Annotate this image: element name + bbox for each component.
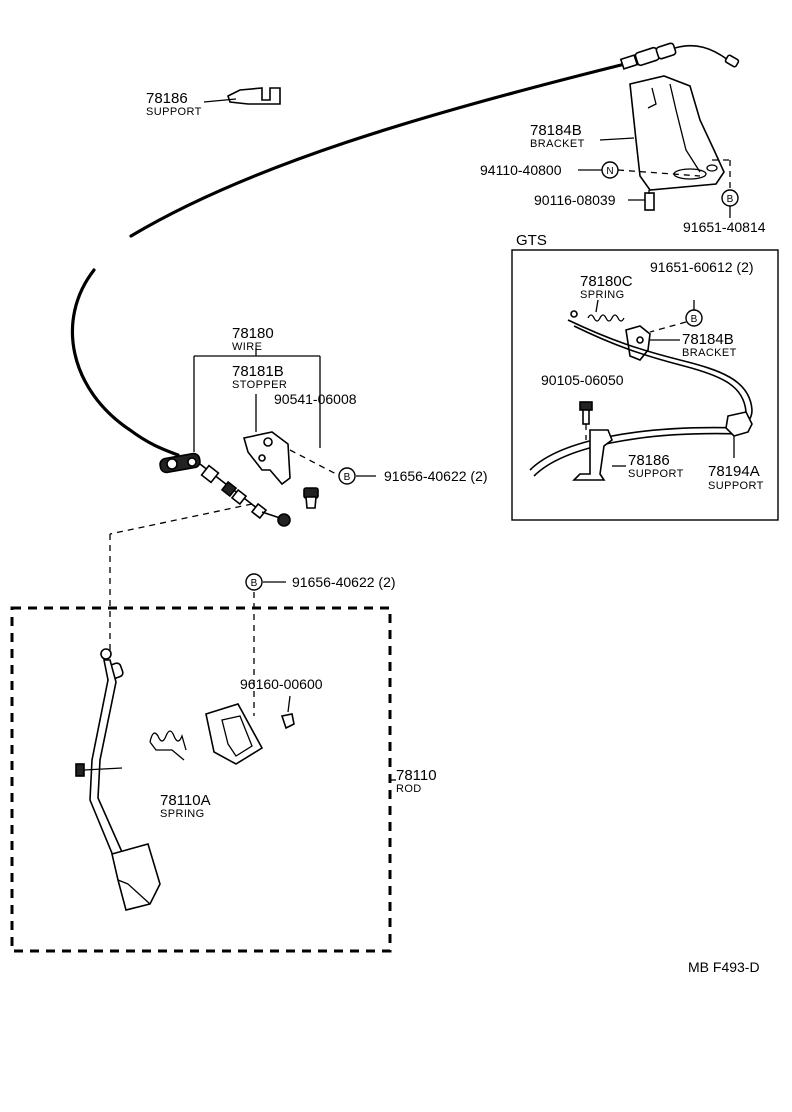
gts-title: GTS — [516, 232, 547, 249]
nut-94110-part: 94110-40800 — [480, 162, 562, 178]
bolt-marker-b: B — [727, 194, 734, 205]
wire-to-pedal-dash-a — [109, 503, 253, 535]
bolt-91656-lower: B — [245, 573, 286, 716]
bolt-91656-upper-part: 91656-40622 (2) — [384, 468, 488, 484]
gts-support-78186-name: SUPPORT — [628, 468, 684, 480]
support-78186-top-part: 78186 — [146, 90, 188, 107]
bushing-96160-part: 96160-00600 — [240, 676, 323, 692]
screw-90541-part: 90541-06008 — [274, 391, 357, 407]
nut-94110: N — [578, 161, 619, 179]
rod-78110-name: ROD — [396, 783, 422, 795]
pedal-bracket — [205, 703, 264, 765]
gts-support-78194a — [725, 411, 753, 458]
wire-78180-name: WIRE — [232, 341, 262, 353]
bolt-lower-marker-b: B — [251, 578, 258, 589]
nut-marker-n: N — [606, 166, 613, 177]
gts-support-78194a-name: SUPPORT — [708, 480, 764, 492]
wire-group-bracket — [193, 348, 321, 452]
rod-assembly-box — [10, 606, 396, 953]
gts-bolt-91651-60612-part: 91651-60612 (2) — [650, 259, 754, 275]
gts-support-78194a-part: 78194A — [708, 463, 760, 480]
spring-78110a — [149, 730, 187, 761]
bracket-78184b-top-name: BRACKET — [530, 138, 585, 150]
stopper-dash — [289, 449, 339, 476]
spring-78110a-part: 78110A — [160, 792, 211, 809]
gts-bolt-90105 — [579, 401, 593, 440]
accelerator-cable — [70, 42, 740, 457]
gts-spring-78180c-name: SPRING — [580, 289, 625, 301]
gts-bolt-91651-60612: B — [649, 300, 703, 333]
bolt-91656-upper: B — [338, 467, 376, 485]
gts-bolt-marker-b: B — [691, 314, 698, 325]
gts-bracket-78184b-name: BRACKET — [682, 347, 737, 359]
bolt-91656-lower-part: 91656-40622 (2) — [292, 574, 396, 590]
stopper-78181b-part: 78181B — [232, 363, 284, 380]
bolt-91651-40814: B — [721, 189, 739, 218]
figure-code: MB F493-D — [688, 959, 760, 975]
accelerator-pedal-rod — [75, 648, 161, 911]
spring-78110a-name: SPRING — [160, 808, 205, 820]
screw-90541 — [303, 487, 319, 509]
gts-spring-78180c-part: 78180C — [580, 273, 633, 290]
wire-78180-part: 78180 — [232, 325, 274, 342]
rod-78110-part: 78110 — [396, 767, 437, 784]
stopper-78181b — [242, 431, 291, 486]
bolt-91651-40814-part: 91651-40814 — [683, 219, 766, 235]
gts-spring-78180c — [570, 299, 625, 322]
bracket-78184b-top — [599, 75, 731, 211]
gts-bracket-78184b-part: 78184B — [682, 331, 734, 348]
gts-support-78186 — [572, 429, 626, 481]
gts-support-78186-part: 78186 — [628, 452, 670, 469]
support-78186-top-name: SUPPORT — [146, 106, 202, 118]
gts-bracket-78184b — [625, 325, 680, 361]
bushing-96160 — [280, 695, 295, 730]
bracket-78184b-top-part: 78184B — [530, 122, 582, 139]
wire-end-fitting — [159, 452, 291, 527]
gts-box — [511, 249, 779, 521]
support-78186-top — [203, 87, 281, 105]
bolt-90116-part: 90116-08039 — [534, 192, 616, 208]
gts-bolt-90105-part: 90105-06050 — [541, 372, 624, 388]
stopper-78181b-name: STOPPER — [232, 379, 287, 391]
bolt-upper-marker-b: B — [344, 472, 351, 483]
